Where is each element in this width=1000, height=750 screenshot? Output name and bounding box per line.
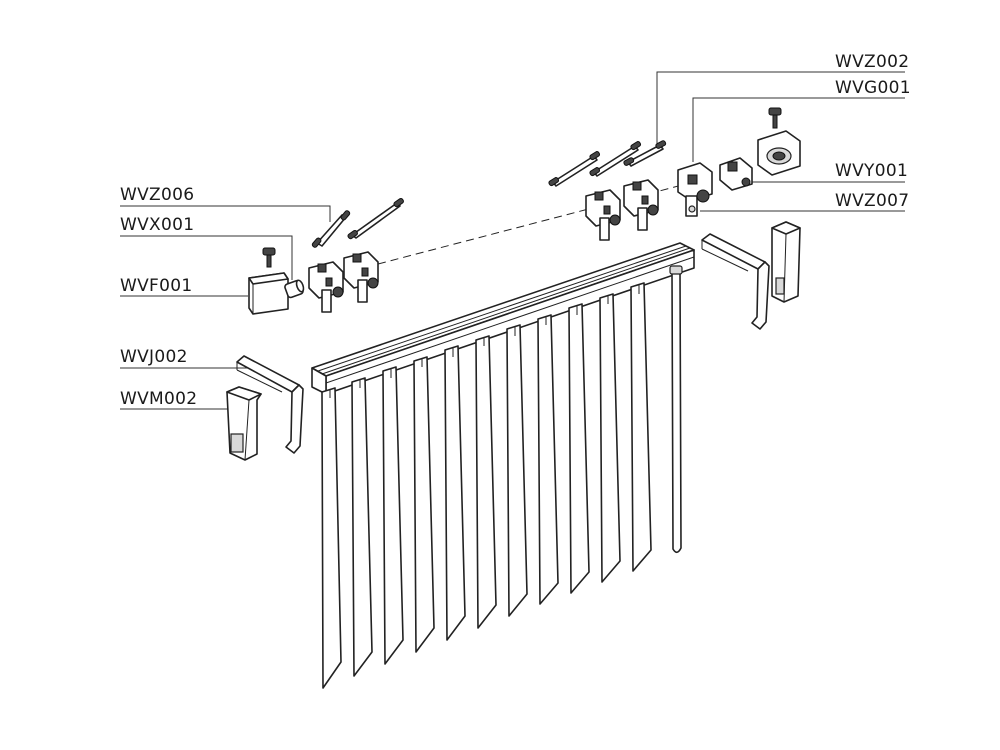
label-wvm002: WVM002 <box>120 389 197 409</box>
slat <box>599 293 621 583</box>
carriers-left <box>308 251 379 313</box>
slats <box>321 265 683 689</box>
screw-icon <box>262 247 276 268</box>
carrier <box>585 189 621 241</box>
end-cap-left <box>248 247 289 315</box>
slat <box>537 314 559 605</box>
leader-wvx001 <box>120 235 293 280</box>
assembly-line <box>377 205 601 265</box>
leader-wvz006 <box>120 205 331 222</box>
leader-lines <box>120 71 905 410</box>
carriers-right <box>585 179 659 241</box>
slat <box>506 324 528 617</box>
label-wvx001: WVX001 <box>120 215 194 235</box>
end-cover-left <box>226 386 262 461</box>
part-labels: WVZ006 WVX001 WVF001 WVJ002 WVM002 WVZ00… <box>120 52 911 409</box>
carrier <box>623 179 659 231</box>
label-wvy001: WVY001 <box>835 161 908 181</box>
label-wvz002: WVZ002 <box>835 52 909 72</box>
wand <box>669 265 683 554</box>
carrier <box>343 251 379 303</box>
label-wvz007: WVZ007 <box>835 191 909 211</box>
leader-wvz002 <box>656 71 905 146</box>
end-cover-right <box>771 221 801 303</box>
leader-wvg001 <box>692 97 905 162</box>
bracket-right <box>701 233 770 330</box>
slat <box>444 345 466 641</box>
bracket-left <box>236 355 304 454</box>
spacer-links-left <box>311 197 404 248</box>
slat <box>321 387 342 689</box>
spacer-links-right <box>548 140 667 187</box>
label-wvf001: WVF001 <box>120 276 192 296</box>
slat <box>413 356 435 653</box>
headrail <box>311 242 695 395</box>
shaft-pin <box>284 279 305 299</box>
control-unit <box>719 107 801 191</box>
slat <box>568 303 590 594</box>
gear-carrier <box>677 162 713 217</box>
slat <box>351 377 373 677</box>
slat <box>475 335 497 629</box>
label-wvg001: WVG001 <box>835 78 911 98</box>
label-wvj002: WVJ002 <box>120 347 188 367</box>
slat <box>630 282 652 572</box>
carrier <box>308 261 344 313</box>
label-wvz006: WVZ006 <box>120 185 194 205</box>
screw-icon <box>768 107 782 129</box>
slat <box>382 366 404 665</box>
